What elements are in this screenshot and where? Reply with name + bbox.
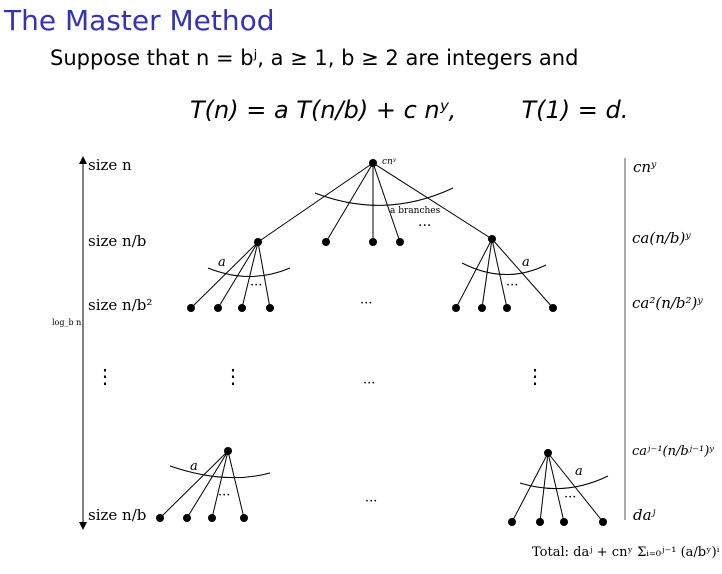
tree-height-label: log_b n — [52, 318, 82, 327]
ellipsis: ··· — [360, 296, 373, 311]
level-size-label: size n — [88, 156, 132, 174]
arc-label: a — [522, 255, 530, 270]
branch-arc — [314, 187, 454, 206]
arc-label: a — [218, 255, 226, 270]
ellipsis: ··· — [418, 218, 432, 234]
ellipsis: ··· — [365, 494, 378, 509]
total-cost: Total: daʲ + cnʸ Σᵢ₌₀ʲ⁻¹ (a/bʸ)ⁱ — [532, 545, 720, 560]
vdots: ⋮ — [95, 364, 115, 388]
ellipsis: ··· — [363, 376, 376, 391]
vdots: ⋮ — [223, 364, 243, 388]
arc-label: a — [190, 459, 198, 474]
level-cost-label: cnʸ — [633, 158, 657, 176]
ellipsis: ··· — [564, 490, 577, 505]
level-size-label: size n/b² — [88, 296, 153, 314]
intro-text: Suppose that n = bʲ, a ≥ 1, b ≥ 2 are in… — [50, 46, 579, 70]
level-size-label: size n/b — [88, 232, 147, 250]
level-size-label: size n/b — [88, 506, 147, 524]
level-cost-label: ca(n/b)ʸ — [632, 229, 691, 247]
tree-nodes — [156, 159, 607, 526]
arc-label: a — [575, 464, 583, 479]
level-cost-label: caʲ⁻¹(n/bʲ⁻¹)ʸ — [632, 444, 714, 459]
root-cost-label: cnʸ — [382, 157, 397, 167]
recurrence: T(n) = a T(n/b) + c nʸ, — [190, 96, 457, 124]
level-cost-label: ca²(n/b²)ʸ — [632, 294, 703, 312]
ellipsis: ··· — [250, 278, 263, 293]
base-case: T(1) = d. — [521, 96, 629, 124]
branches-label: a branches — [390, 206, 441, 216]
slide-title: The Master Method — [4, 4, 275, 37]
recurrence-equation: T(n) = a T(n/b) + c nʸ, T(1) = d. — [190, 96, 628, 124]
ellipsis: ··· — [506, 278, 519, 293]
ellipsis: ··· — [218, 488, 231, 503]
vdots: ⋮ — [525, 364, 545, 388]
level-cost-label: daʲ — [633, 506, 656, 524]
